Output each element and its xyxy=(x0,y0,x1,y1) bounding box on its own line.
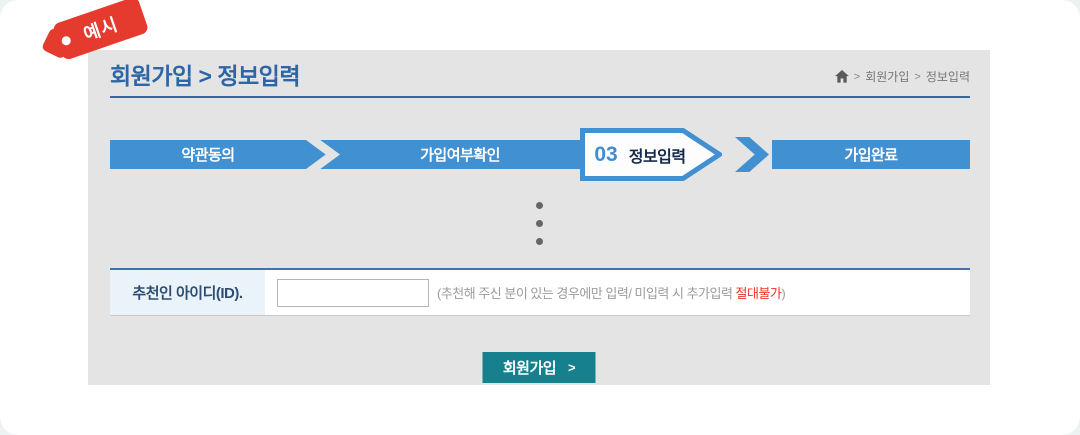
active-step-label: 정보입력 xyxy=(628,148,686,166)
help-text-close: ) xyxy=(781,286,786,301)
dot-icon xyxy=(535,220,543,227)
dot-icon xyxy=(535,238,543,245)
help-warning-text: 절대불가 xyxy=(735,286,782,301)
step-terms: 약관동의 xyxy=(181,147,235,164)
step-membership-check: 가입여부확인 xyxy=(420,147,500,164)
step-info-input-active: 03 정보입력 xyxy=(580,128,722,181)
header-divider xyxy=(110,96,970,98)
breadcrumb-item-info: 정보입력 xyxy=(925,70,970,84)
step-progress-bar: 약관동의 가입여부확인 03 정보입력 가입완료 xyxy=(110,128,970,181)
example-tag-label: 예시 xyxy=(81,14,121,45)
step-arrow-chevron-icon xyxy=(735,137,769,172)
signup-submit-label: 회원가입 xyxy=(502,360,557,377)
dot-icon xyxy=(535,202,543,209)
step-bar-segment-left xyxy=(110,140,580,169)
breadcrumb-item-signup[interactable]: 회원가입 xyxy=(865,70,910,84)
breadcrumb-separator: > xyxy=(914,70,921,83)
home-icon[interactable] xyxy=(834,70,849,83)
recommender-id-field-area: (추천해 주신 분이 있는 경우에만 입력/ 미입력 시 추가입력 절대불가) xyxy=(265,270,970,315)
recommender-id-help: (추천해 주신 분이 있는 경우에만 입력/ 미입력 시 추가입력 절대불가) xyxy=(437,283,786,302)
content-panel: 회원가입 > 정보입력 > 회원가입 > 정보입력 약관동의 가입여부확인 xyxy=(88,50,990,385)
chevron-right-icon: > xyxy=(568,360,576,375)
help-text: (추천해 주신 분이 있는 경우에만 입력/ 미입력 시 추가입력 xyxy=(437,286,736,301)
step-bar-segment-right xyxy=(772,140,970,169)
signup-submit-button[interactable]: 회원가입 > xyxy=(482,352,596,383)
breadcrumb: > 회원가입 > 정보입력 xyxy=(834,68,970,85)
step-complete: 가입완료 xyxy=(844,147,898,164)
vertical-ellipsis-dots xyxy=(88,202,990,245)
page-title: 회원가입 > 정보입력 xyxy=(110,63,301,89)
recommender-id-input[interactable] xyxy=(277,278,429,307)
recommender-id-row: 추천인 아이디(ID). (추천해 주신 분이 있는 경우에만 입력/ 미입력 … xyxy=(110,268,970,316)
recommender-id-label: 추천인 아이디(ID). xyxy=(110,270,265,315)
breadcrumb-separator: > xyxy=(853,70,861,83)
active-step-number: 03 xyxy=(594,142,618,166)
